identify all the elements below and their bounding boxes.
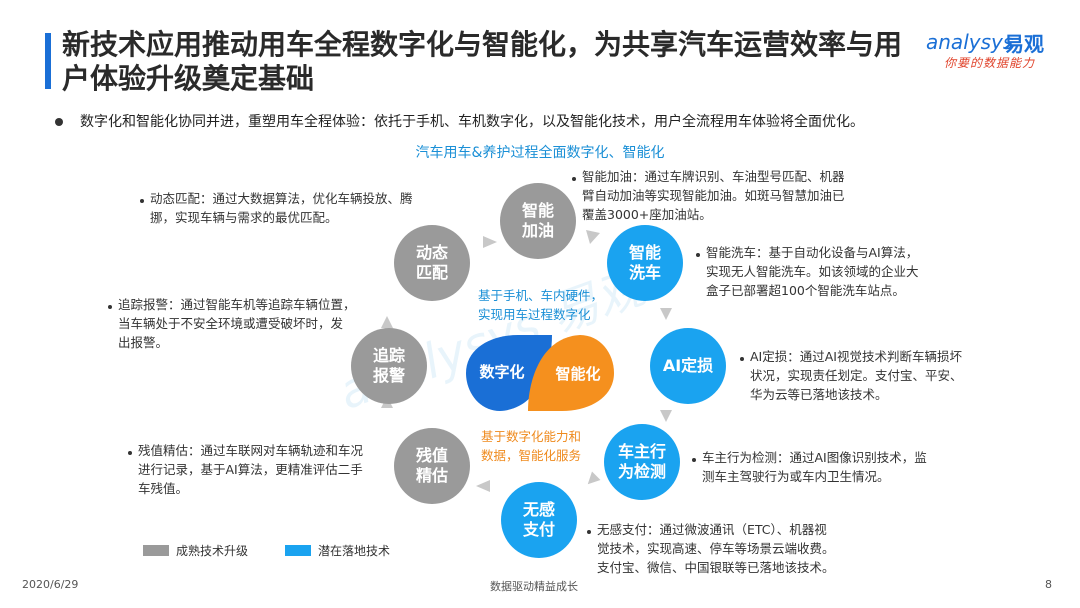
core-smart-label: 智能化 bbox=[555, 365, 601, 383]
legend-mature-label: 成熟技术升级 bbox=[176, 544, 249, 558]
page-number: 8 bbox=[1045, 578, 1052, 591]
desc-bullet-icon bbox=[740, 357, 744, 361]
arrow-icon bbox=[660, 308, 672, 320]
core-digital-label: 数字化 bbox=[479, 363, 525, 381]
desc-bullet-icon bbox=[108, 305, 112, 309]
node-tracking-alarm: 追踪 报警 bbox=[351, 328, 427, 404]
desc-ai-damage: AI定损：通过AI视觉技术判断车辆损坏 状况，实现责任划定。支付宝、平安、 华为… bbox=[750, 349, 963, 402]
arrow-icon bbox=[381, 316, 393, 328]
summary-bullet: 数字化和智能化协同并进，重塑用车全程体验：依托于手机、车机数字化，以及智能化技术… bbox=[80, 114, 864, 130]
core-leaves bbox=[466, 335, 614, 411]
desc-dynamic-matching: 动态匹配：通过大数据算法，优化车辆投放、腾 挪，实现车辆与需求的最优匹配。 bbox=[150, 191, 413, 225]
arrow-icon bbox=[483, 236, 497, 248]
node-ai-damage-assessment: AI定损 bbox=[650, 328, 726, 404]
footer-date: 2020/6/29 bbox=[22, 578, 79, 591]
node-smart-carwash: 智能 洗车 bbox=[607, 225, 683, 301]
desc-driver-behavior: 车主行为检测：通过AI图像识别技术，监 测车主驾驶行为或车内卫生情况。 bbox=[702, 450, 927, 484]
logo-tagline: 你要的数据能力 bbox=[944, 56, 1036, 70]
footer-slogan: 数据驱动精益成长 bbox=[490, 580, 578, 593]
node-contactless-payment: 无感 支付 bbox=[501, 482, 577, 558]
desc-contactless-payment: 无感支付：通过微波通讯（ETC）、机器视 觉技术，实现高速、停车等场景云端收费。… bbox=[597, 522, 835, 575]
logo-english: analysys bbox=[926, 30, 1014, 54]
arrow-icon bbox=[586, 230, 600, 244]
node-residual-value: 残值 精估 bbox=[394, 428, 470, 504]
desc-bullet-icon bbox=[692, 458, 696, 462]
page-title: 新技术应用推动用车全程数字化与智能化，为共享汽车运营效率与用户体验升级奠定基础 bbox=[62, 28, 903, 95]
desc-tracking-alarm: 追踪报警：通过智能车机等追踪车辆位置， 当车辆处于不安全环境或遭受破坏时，发 出… bbox=[118, 297, 356, 350]
core-note-smart: 基于数字化能力和 数据，智能化服务 bbox=[481, 429, 582, 463]
desc-smart-fueling: 智能加油：通过车牌识别、车油型号匹配、机器 臂自动加油等实现智能加油。如斑马智慧… bbox=[582, 169, 845, 222]
desc-bullet-icon bbox=[140, 199, 144, 203]
legend-potential-swatch bbox=[285, 545, 311, 556]
desc-bullet-icon bbox=[128, 451, 132, 455]
node-driver-behavior-detection: 车主行 为检测 bbox=[604, 424, 680, 500]
arrow-icon bbox=[476, 480, 490, 492]
arrow-icon bbox=[587, 471, 601, 485]
legend-potential-label: 潜在落地技术 bbox=[318, 544, 391, 558]
diagram-subtitle: 汽车用车&养护过程全面数字化、智能化 bbox=[415, 145, 665, 161]
smart-leaf-shape bbox=[528, 335, 614, 411]
bullet-icon bbox=[55, 118, 63, 126]
desc-residual-value: 残值精估：通过车联网对车辆轨迹和车况 进行记录，基于AI算法，更精准评估二手 车… bbox=[138, 443, 364, 496]
arrow-icon bbox=[660, 410, 672, 422]
legend-mature-swatch bbox=[143, 545, 169, 556]
title-accent-bar bbox=[45, 33, 51, 89]
core-note-digital: 基于手机、车内硬件， 实现用车过程数字化 bbox=[478, 288, 604, 322]
desc-smart-carwash: 智能洗车：基于自动化设备与AI算法， 实现无人智能洗车。如该领域的企业大 盒子已… bbox=[706, 245, 919, 298]
desc-bullet-icon bbox=[572, 177, 576, 181]
desc-bullet-icon bbox=[587, 530, 591, 534]
desc-bullet-icon bbox=[696, 253, 700, 257]
node-smart-fueling: 智能 加油 bbox=[500, 183, 576, 259]
node-dynamic-matching: 动态 匹配 bbox=[394, 225, 470, 301]
logo-chinese: 易观 bbox=[1004, 32, 1044, 56]
